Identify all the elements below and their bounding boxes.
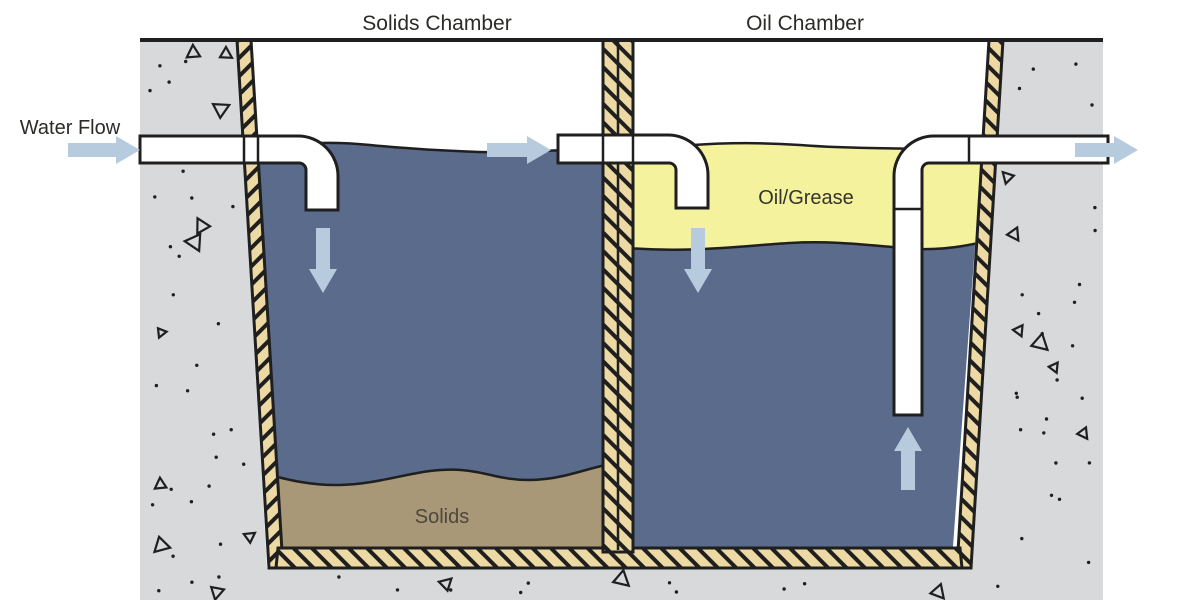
- solids-chamber-label: Solids Chamber: [362, 12, 511, 35]
- solids-label: Solids: [415, 506, 469, 528]
- oil-chamber-down-arrow-icon: [684, 228, 712, 293]
- outlet-flow-arrow-icon: [1075, 136, 1138, 164]
- solids-chamber-water: [249, 142, 603, 556]
- outlet-riser-pipe: [892, 134, 1110, 417]
- tank-bottom-wall: [274, 546, 964, 570]
- water-flow-label: Water Flow: [20, 117, 121, 139]
- solids-surface-line: [249, 462, 603, 487]
- solids-layer: [249, 464, 603, 556]
- solids-chamber-down-arrow-icon: [309, 228, 337, 293]
- riser-up-arrow-icon: [894, 427, 922, 490]
- inlet-flow-arrow-icon: [68, 136, 140, 164]
- oil-chamber-water: [633, 239, 990, 556]
- inlet-pipe: [138, 134, 340, 212]
- transfer-flow-arrow-icon: [487, 136, 551, 164]
- solids-chamber-contents: [249, 141, 603, 556]
- oil-chamber-label: Oil Chamber: [746, 12, 864, 35]
- transfer-pipe: [556, 133, 710, 210]
- oil-grease-label: Oil/Grease: [758, 187, 854, 209]
- concrete-speckles: [148, 42, 1097, 600]
